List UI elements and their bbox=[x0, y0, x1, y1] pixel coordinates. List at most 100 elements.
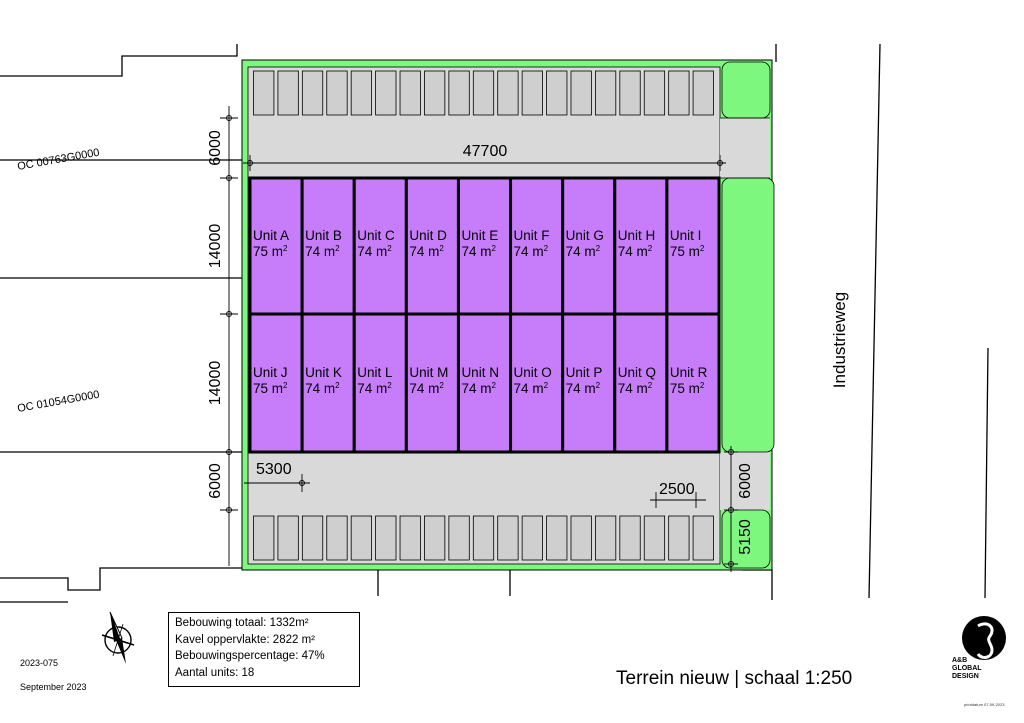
dim-parking-depth: 5150 bbox=[737, 519, 754, 555]
project-date: September 2023 bbox=[20, 682, 87, 692]
unit-name: Unit R bbox=[670, 365, 708, 380]
parking-bay bbox=[301, 70, 324, 116]
unit-block bbox=[300, 312, 356, 454]
footnote: printdatum 07-09-2023 bbox=[964, 702, 1005, 707]
parking-bay bbox=[326, 515, 348, 561]
unit-area: 74 m2 bbox=[514, 381, 549, 396]
parking-bay bbox=[668, 515, 690, 561]
unit-name: Unit E bbox=[461, 228, 498, 243]
unit-block bbox=[561, 312, 617, 454]
unit-area: 74 m2 bbox=[618, 244, 653, 259]
dimension-lines bbox=[220, 106, 738, 572]
unit-block bbox=[665, 176, 721, 316]
parking-bay bbox=[424, 70, 446, 116]
dim-bottom-lane: 6000 bbox=[207, 463, 224, 499]
dim-row1-depth: 14000 bbox=[207, 224, 224, 269]
parking-bay bbox=[375, 70, 397, 116]
parcel-label-bottom: OC 01054G0000 bbox=[16, 389, 100, 415]
unit-area: 74 m2 bbox=[566, 381, 601, 396]
unit-name: Unit B bbox=[305, 228, 342, 243]
parking-bay bbox=[521, 70, 543, 116]
road-label: Industrieweg bbox=[830, 292, 849, 388]
unit-area: 74 m2 bbox=[305, 244, 340, 259]
unit-block bbox=[613, 312, 669, 454]
parking-bay bbox=[448, 515, 470, 561]
dim-row2-depth: 14000 bbox=[207, 361, 224, 406]
unit-area: 75 m2 bbox=[253, 244, 288, 259]
parking-bay bbox=[497, 515, 519, 561]
unit-area: 74 m2 bbox=[357, 244, 392, 259]
dim-parking-width: 2500 bbox=[659, 481, 695, 498]
dim-width-total: 47700 bbox=[463, 143, 508, 160]
unit-area: 74 m2 bbox=[409, 381, 444, 396]
unit-name: Unit D bbox=[409, 228, 447, 243]
parking-bay bbox=[692, 70, 714, 116]
logo-text-3: DESIGN bbox=[952, 673, 979, 680]
parking-bay bbox=[594, 70, 617, 116]
parking-bay bbox=[619, 70, 641, 116]
parking-bay bbox=[570, 70, 592, 116]
right-lane-paving bbox=[720, 118, 770, 178]
parking-bay bbox=[277, 70, 299, 116]
unit-name: Unit I bbox=[670, 228, 702, 243]
parking-bay bbox=[326, 70, 348, 116]
parking-bay bbox=[448, 70, 470, 116]
unit-area: 75 m2 bbox=[253, 381, 288, 396]
parking-bay bbox=[546, 515, 568, 561]
unit-area: 74 m2 bbox=[514, 244, 549, 259]
parking-bay bbox=[472, 70, 495, 116]
unit-name: Unit M bbox=[409, 365, 448, 380]
parking-bay bbox=[301, 515, 324, 561]
parking-bay bbox=[594, 515, 617, 561]
unit-name: Unit K bbox=[305, 365, 342, 380]
logo-text-2: GLOBAL bbox=[952, 665, 982, 672]
parking-bay bbox=[424, 515, 446, 561]
company-logo-icon: A&B GLOBAL DESIGN bbox=[952, 616, 1006, 680]
unit-name: Unit C bbox=[357, 228, 395, 243]
unit-block bbox=[665, 312, 721, 454]
unit-name: Unit P bbox=[566, 365, 603, 380]
parking-bay bbox=[399, 70, 421, 116]
parking-bay bbox=[350, 515, 373, 561]
unit-block bbox=[509, 312, 565, 454]
parking-bay bbox=[546, 70, 568, 116]
right-green-strip-top bbox=[721, 61, 771, 119]
unit-area: 74 m2 bbox=[461, 381, 496, 396]
parking-bay bbox=[643, 70, 666, 116]
unit-block bbox=[352, 312, 408, 454]
project-number: 2023-075 bbox=[20, 658, 59, 668]
parking-row-bottom bbox=[253, 515, 714, 561]
right-green-strip-bottom bbox=[721, 509, 771, 569]
legend-line-plot: Kavel oppervlakte: 2822 m² bbox=[175, 633, 315, 646]
parking-bay bbox=[570, 515, 592, 561]
parking-bay bbox=[521, 515, 543, 561]
unit-name: Unit A bbox=[253, 228, 289, 243]
parking-bay bbox=[253, 70, 275, 116]
unit-area: 74 m2 bbox=[409, 244, 444, 259]
parcel-label-top: OC 00763G0000 bbox=[16, 147, 100, 173]
unit-block bbox=[248, 176, 304, 316]
unit-name: Unit L bbox=[357, 365, 393, 380]
legend-line-percentage: Bebouwingspercentage: 47% bbox=[175, 650, 325, 662]
north-arrow-icon bbox=[101, 611, 135, 664]
parking-bay bbox=[253, 515, 275, 561]
legend-line-units: Aantal units: 18 bbox=[175, 666, 255, 679]
parking-row-top bbox=[253, 70, 714, 116]
right-green-strip-mid bbox=[721, 177, 775, 453]
parking-bay bbox=[350, 70, 373, 116]
parking-bay bbox=[399, 515, 421, 561]
unit-area: 75 m2 bbox=[670, 244, 705, 259]
unit-area: 74 m2 bbox=[461, 244, 496, 259]
sheet-title: Terrein nieuw | schaal 1:250 bbox=[616, 668, 853, 689]
parking-bay bbox=[619, 515, 641, 561]
dim-top-lane: 6000 bbox=[207, 130, 224, 166]
parking-bay bbox=[375, 515, 397, 561]
unit-block bbox=[456, 312, 513, 454]
unit-name: Unit H bbox=[618, 228, 656, 243]
parking-bay bbox=[643, 515, 666, 561]
dim-right-lane: 6000 bbox=[737, 463, 754, 499]
unit-area: 74 m2 bbox=[566, 244, 601, 259]
